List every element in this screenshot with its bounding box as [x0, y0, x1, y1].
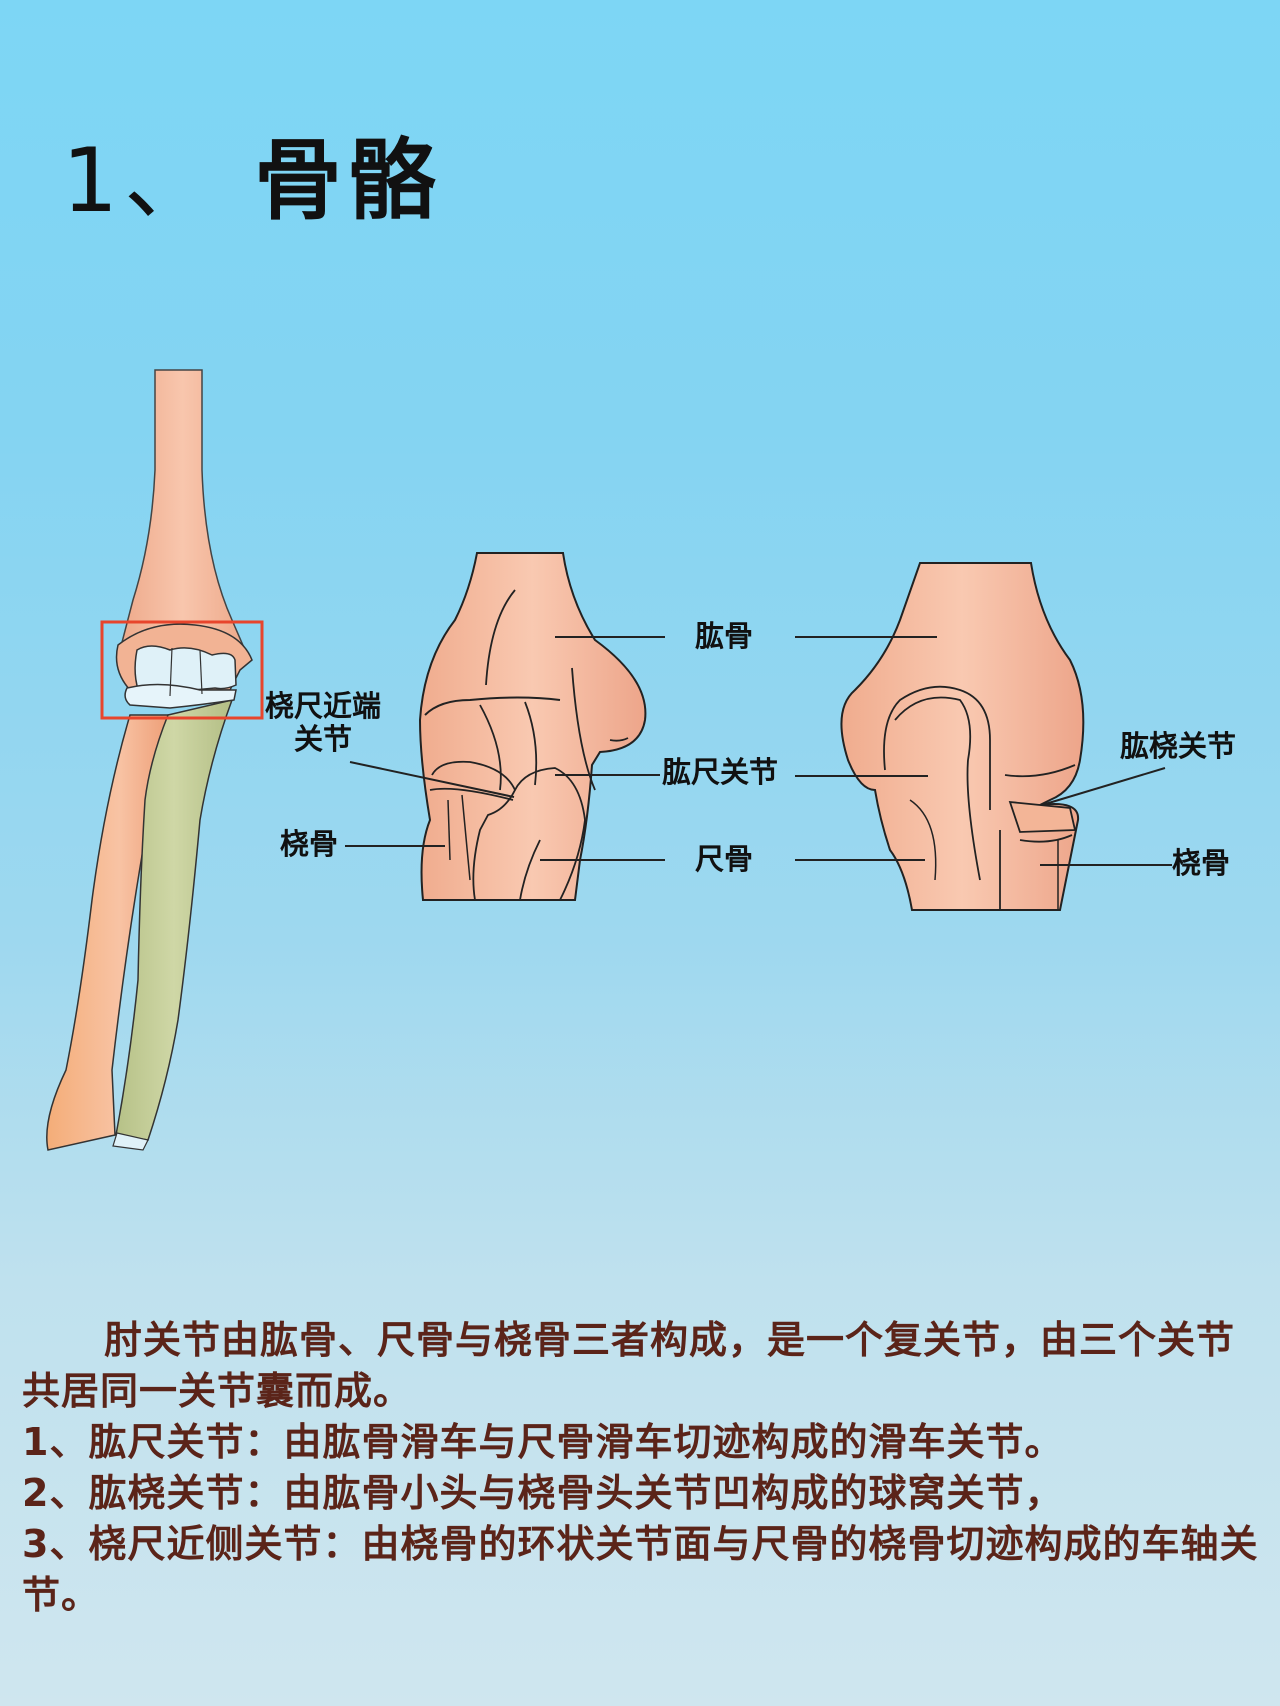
label-radius-right: 桡骨 [1172, 846, 1231, 880]
description: 肘关节由肱骨、尺骨与桡骨三者构成，是一个复关节，由三个关节共居同一关节囊而成。 … [22, 1315, 1262, 1621]
title-number: 1、 [62, 129, 218, 232]
label-radius-left: 桡骨 [280, 827, 339, 861]
description-item-2: 2、肱桡关节：由肱骨小头与桡骨头关节凹构成的球窝关节， [22, 1471, 1064, 1515]
left-arm-figure [46, 369, 264, 1151]
right-elbow-figure [840, 562, 1085, 911]
label-proximal-radioulnar-joint: 桡尺近端 关节 [265, 689, 382, 757]
title-text: 骨骼 [254, 129, 443, 232]
description-intro: 肘关节由肱骨、尺骨与桡骨三者构成，是一个复关节，由三个关节共居同一关节囊而成。 [22, 1318, 1236, 1413]
humerus-shaft [119, 369, 247, 651]
middle-elbow-figure [418, 552, 647, 901]
description-item-3: 3、桡尺近侧关节：由桡骨的环状关节面与尺骨的桡骨切迹构成的车轴关节。 [22, 1522, 1259, 1617]
highlight-box [100, 620, 264, 720]
label-humerus: 肱骨 [695, 619, 754, 653]
label-ulna: 尺骨 [695, 842, 754, 876]
elbow-diagram [46, 369, 1172, 1151]
description-item-1: 1、肱尺关节：由肱骨滑车与尺骨滑车切迹构成的滑车关节。 [22, 1420, 1064, 1464]
leader-lines [345, 636, 1172, 866]
label-humeroulnar-joint: 肱尺关节 [662, 755, 779, 789]
label-humeroradial-joint: 肱桡关节 [1120, 729, 1237, 763]
page-title: 1、骨骼 [62, 110, 442, 237]
